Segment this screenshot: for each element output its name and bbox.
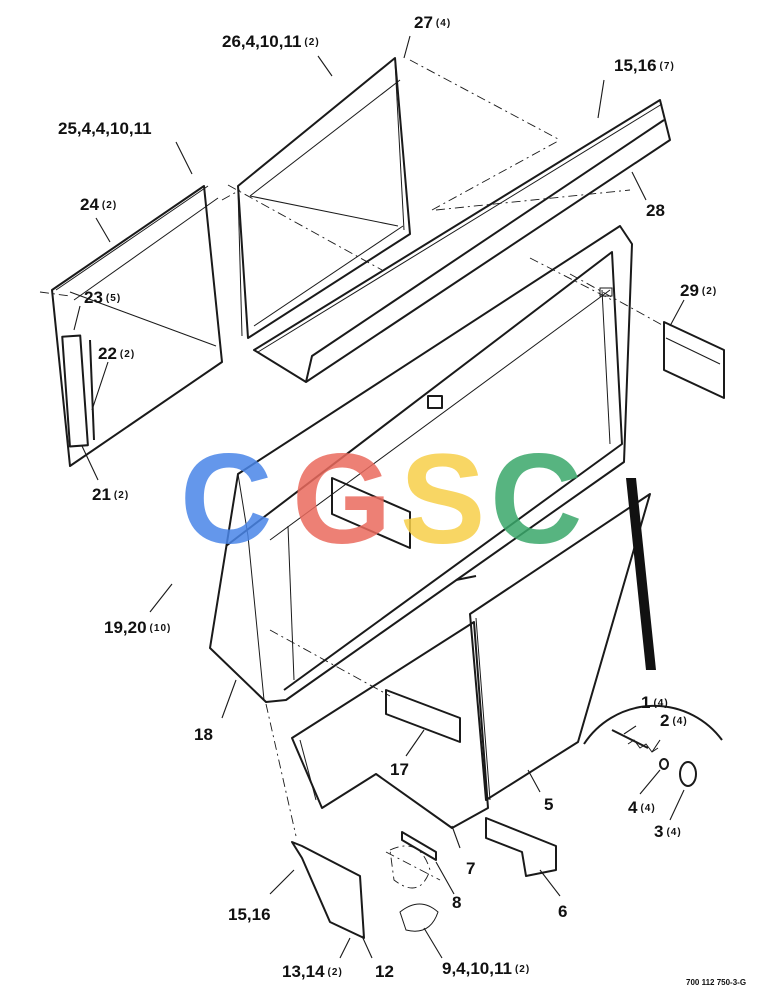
- callout-number: 2: [660, 711, 670, 730]
- callout-1: 1(4): [641, 694, 669, 711]
- callout-19-20: 19,20(10): [104, 619, 171, 636]
- callout-quantity: (4): [435, 17, 452, 29]
- bottom-bracket: [291, 831, 441, 939]
- callout-number: 1: [641, 693, 651, 712]
- callout-23: 23(5): [84, 289, 121, 306]
- leader-lines: [73, 35, 685, 959]
- callout-15-16-top: 15,16(7): [614, 57, 675, 74]
- callout-22: 22(2): [98, 345, 135, 362]
- callout-number: 3: [654, 822, 664, 841]
- callout-quantity: (4): [640, 802, 656, 814]
- callout-8: 8: [452, 894, 464, 911]
- callout-2: 2(4): [660, 712, 688, 729]
- callout-number: 17: [390, 760, 409, 779]
- top-channel: [253, 99, 671, 383]
- callout-quantity: (7): [659, 60, 675, 72]
- callout-quantity: (10): [149, 622, 172, 634]
- callout-7: 7: [466, 860, 478, 877]
- callout-number: 27: [414, 13, 433, 32]
- callout-24: 24(2): [80, 196, 117, 213]
- callout-5: 5: [544, 796, 556, 813]
- callout-number: 23: [84, 288, 103, 307]
- callout-17: 17: [390, 761, 412, 778]
- callout-quantity: (4): [666, 826, 682, 838]
- left-side-panel: [39, 185, 241, 467]
- callout-27: 27(4): [414, 14, 451, 31]
- callout-number: 4: [628, 798, 638, 817]
- drawing-number: 700 112 750-3-G: [686, 978, 747, 987]
- callout-quantity: (5): [105, 292, 122, 304]
- callout-number: 24: [80, 195, 99, 214]
- callout-number: 12: [375, 962, 394, 981]
- callout-28: 28: [646, 202, 668, 219]
- callout-quantity: (2): [101, 199, 118, 211]
- callout-number: 28: [646, 201, 665, 220]
- lower-door-panel: [455, 493, 651, 801]
- callout-number: 15,16: [614, 56, 657, 75]
- callout-13-14: 13,14(2): [282, 963, 343, 980]
- callout-number: 22: [98, 344, 117, 363]
- callout-quantity: (4): [672, 715, 688, 727]
- callout-3: 3(4): [654, 823, 682, 840]
- main-frame: [209, 225, 633, 837]
- callout-number: 13,14: [282, 962, 325, 981]
- right-plate: [569, 273, 725, 399]
- callout-25: 25,4,4,10,11: [58, 120, 155, 137]
- callout-number: 7: [466, 859, 476, 878]
- callout-number: 26,4,10,11: [222, 32, 302, 51]
- callout-quantity: (2): [304, 36, 320, 48]
- callout-12: 12: [375, 963, 397, 980]
- callout-quantity: (2): [113, 489, 130, 501]
- small-parts-cluster: [389, 845, 439, 932]
- callout-26: 26,4,10,11(2): [222, 33, 320, 50]
- callout-9: 9,4,10,11(2): [442, 960, 530, 977]
- callout-18: 18: [194, 726, 216, 743]
- callout-number: 15,16: [228, 905, 271, 924]
- callout-quantity: (2): [701, 285, 718, 297]
- frame-bracket: [331, 477, 411, 549]
- callout-number: 9,4,10,11: [442, 959, 512, 978]
- callout-number: 25,4,4,10,11: [58, 119, 152, 138]
- callout-quantity: (2): [327, 966, 343, 978]
- lower-left-panel: [291, 621, 489, 829]
- callout-number: 18: [194, 725, 213, 744]
- callout-number: 6: [558, 902, 568, 921]
- bracket-6: [485, 817, 557, 877]
- callout-29: 29(2): [680, 282, 717, 299]
- callout-6: 6: [558, 903, 570, 920]
- callout-number: 8: [452, 893, 462, 912]
- callout-quantity: (2): [119, 348, 136, 360]
- bracket-17: [269, 629, 461, 743]
- callout-number: 21: [92, 485, 111, 504]
- callout-number: 29: [680, 281, 699, 300]
- callout-number: 5: [544, 795, 554, 814]
- upper-door-panel: [227, 57, 561, 339]
- latch-detail: [583, 478, 723, 787]
- callout-number: 19,20: [104, 618, 147, 637]
- callout-4: 4(4): [628, 799, 656, 816]
- callout-21: 21(2): [92, 486, 129, 503]
- callout-quantity: (4): [653, 697, 669, 709]
- callout-quantity: (2): [514, 963, 531, 975]
- callout-15-16-bottom: 15,16: [228, 906, 274, 923]
